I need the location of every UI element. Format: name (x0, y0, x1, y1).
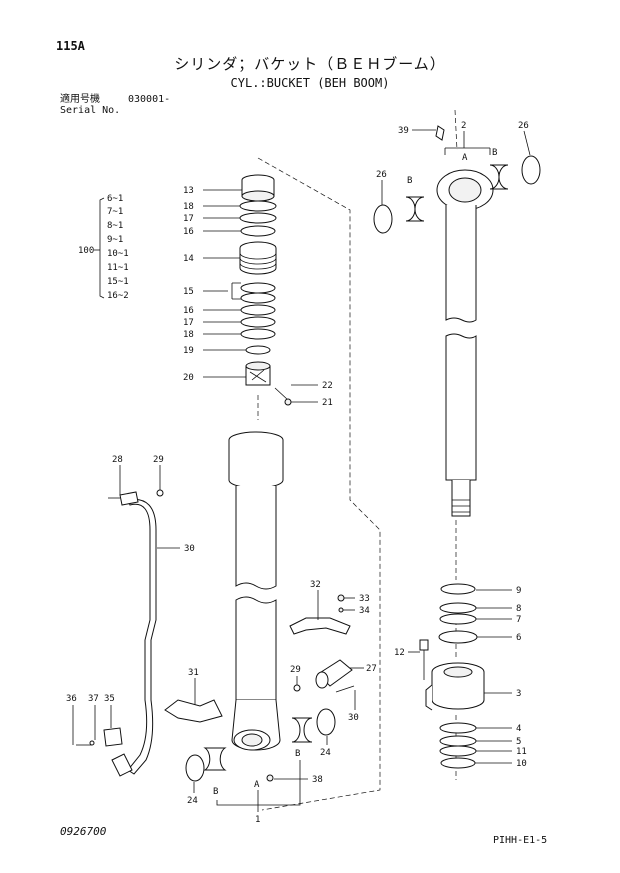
kit-item: 8~1 (107, 221, 123, 231)
callout: 26 (518, 121, 529, 131)
callout: A (462, 153, 468, 163)
callout: 18 (183, 330, 194, 340)
callout: 18 (183, 202, 194, 212)
callout: 30 (184, 544, 195, 554)
piston-rod (373, 125, 541, 517)
page-code: 115A (56, 39, 85, 53)
callout: 26 (376, 170, 387, 180)
callout: 7 (516, 615, 521, 625)
serial-label-japanese: 適用号機 (60, 94, 100, 105)
callout: 1 (255, 815, 260, 825)
callout: 14 (183, 254, 194, 264)
serial-label-english: Serial No. (60, 105, 121, 116)
callout: B (213, 787, 218, 797)
kit-item: 15~1 (107, 277, 129, 287)
kit-item: 11~1 (107, 263, 129, 273)
callout: 19 (183, 346, 194, 356)
callout: 32 (310, 580, 321, 590)
callout: 2 (461, 121, 466, 131)
callout: 31 (188, 668, 199, 678)
callout: 12 (394, 648, 405, 658)
callout: 8 (516, 604, 521, 614)
title-english: CYL.:BUCKET (BEH BOOM) (230, 76, 390, 90)
kit-100-label: 100 (78, 246, 94, 256)
callout: 16 (183, 227, 194, 237)
callout: 17 (183, 214, 194, 224)
kit-item: 6~1 (107, 194, 123, 204)
callout: 36 (66, 694, 77, 704)
callout: B (407, 176, 412, 186)
callout: 21 (322, 398, 333, 408)
callout: 20 (183, 373, 194, 383)
callout: 4 (516, 724, 521, 734)
callout: 11 (516, 747, 527, 757)
callout: 28 (112, 455, 123, 465)
callout: 37 (88, 694, 99, 704)
callout: 13 (183, 186, 194, 196)
cylinder-head-stack (239, 174, 292, 406)
kit-100-bracket: 100 6~1 7~1 8~1 9~1 10~1 11~1 15~1 16~2 (78, 194, 129, 301)
callout: 38 (312, 775, 323, 785)
callout: 30 (348, 713, 359, 723)
callout: 3 (516, 689, 521, 699)
hydraulic-pipe-assembly (76, 489, 355, 777)
callout: 17 (183, 318, 194, 328)
callout: 39 (398, 126, 409, 136)
callout: 24 (320, 748, 331, 758)
kit-item: 7~1 (107, 207, 123, 217)
kit-item: 9~1 (107, 235, 123, 245)
callout: 33 (359, 594, 370, 604)
page-reference: PIHH-E1-5 (493, 835, 548, 846)
piston-assembly (419, 583, 485, 769)
kit-item: 16~2 (107, 291, 129, 301)
callout: 35 (104, 694, 115, 704)
callout-labels: 13 18 17 16 14 15 16 17 18 19 20 22 21 2… (66, 121, 529, 825)
callout: B (295, 749, 300, 759)
callout: 15 (183, 287, 194, 297)
callout: 27 (366, 664, 377, 674)
cylinder-tube (185, 431, 336, 782)
callout: 9 (516, 586, 521, 596)
callout: 6 (516, 633, 521, 643)
drawing-number: 0926700 (60, 825, 107, 838)
callout: 29 (153, 455, 164, 465)
kit-item: 10~1 (107, 249, 129, 259)
callout: 5 (516, 737, 521, 747)
leader-lines (72, 129, 531, 812)
callout: 24 (187, 796, 198, 806)
callout: 16 (183, 306, 194, 316)
title-japanese: シリンダ；バケット（ＢＥＨブーム） (174, 55, 446, 73)
callout: 34 (359, 606, 370, 616)
callout: A (254, 780, 260, 790)
serial-number-value: 030001- (128, 94, 171, 105)
callout: 22 (322, 381, 333, 391)
callout: 29 (290, 665, 301, 675)
callout: 10 (516, 759, 527, 769)
callout: B (492, 148, 497, 158)
